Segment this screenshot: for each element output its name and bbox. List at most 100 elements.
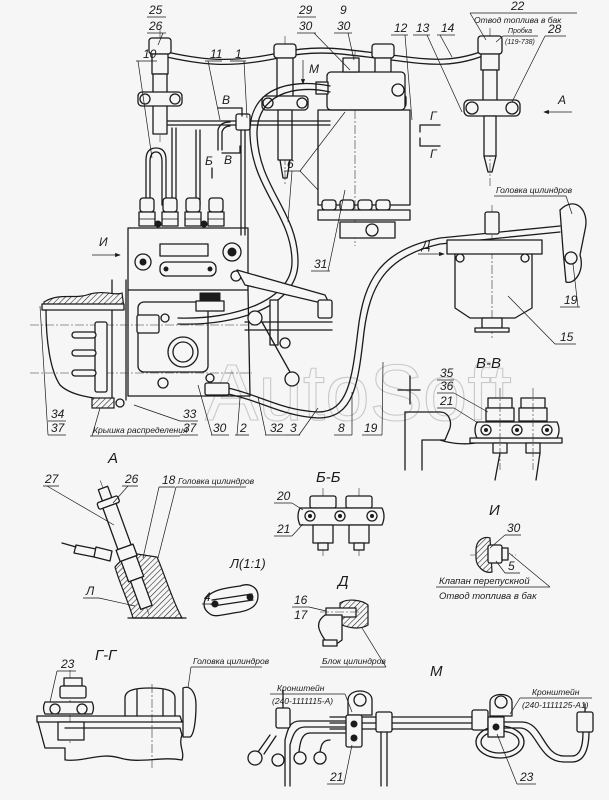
leader-line: [112, 485, 129, 504]
clamp-bolt: [296, 97, 308, 109]
injector-nozzle-body: [277, 109, 293, 161]
callout-31: 31: [314, 257, 327, 271]
view-marker-a: А: [557, 93, 566, 107]
leader-line: [404, 34, 413, 121]
clamp-bolt: [169, 93, 181, 105]
filter-banjo: [484, 211, 500, 235]
leader-line: [313, 32, 351, 71]
leader-line: [572, 263, 579, 308]
view-a-title: А: [107, 450, 118, 467]
leader-line: [299, 111, 346, 172]
control-linkage: [236, 269, 333, 387]
pump-cover-plate: [159, 261, 217, 277]
callout-11: 11: [210, 47, 222, 61]
callout-21: 21: [329, 770, 343, 784]
leader-line: [46, 485, 115, 526]
clamp-bolt: [350, 734, 358, 742]
lever-pivot: [284, 371, 300, 387]
section-marker-b: Б: [205, 154, 213, 168]
clamp-nut: [348, 524, 370, 544]
callout-37: 37: [183, 421, 198, 435]
section-marker-g-bottom: Г: [430, 147, 438, 161]
stud: [57, 721, 85, 741]
note-plug: Пробка: [508, 27, 532, 35]
valve-nut: [208, 197, 224, 213]
filter-drain-washer: [474, 327, 510, 333]
pipe-bore: [484, 428, 488, 432]
lever-pin: [279, 337, 291, 349]
view-marker-d: Д: [420, 238, 431, 252]
pipe-end-fitting: [313, 751, 327, 765]
bracket-bolt: [494, 695, 508, 709]
valve-nut: [162, 197, 178, 213]
injector-1: [137, 30, 183, 142]
filter-housing: [317, 109, 411, 206]
leader-line: [496, 733, 518, 785]
governor-housing: [137, 301, 209, 373]
callout-10: 10: [143, 47, 157, 61]
callout-15: 15: [560, 330, 574, 344]
main-view: М А В В Б Г Г И Д 25 26 10: [30, 0, 587, 437]
injector-4: [463, 28, 521, 186]
bracket-bolt: [365, 223, 379, 237]
leader-line: [157, 486, 177, 559]
flange-stud: [71, 369, 97, 377]
section-line-g-top: [419, 124, 441, 133]
pipe-bore: [370, 514, 374, 518]
pipe-nut: [375, 711, 393, 733]
bracket-profile: [37, 721, 66, 761]
pipe-bore: [515, 428, 519, 432]
callout-12: 12: [394, 21, 408, 35]
callout-18: 18: [162, 473, 176, 487]
filter-bolt: [391, 83, 405, 97]
view-d: Д 16 17 Блок цилиндров: [292, 573, 386, 668]
leader-line: [511, 35, 546, 103]
pump-fitting: [204, 382, 230, 396]
filter-rib: [321, 199, 337, 211]
callout-l: Л: [85, 584, 95, 598]
leader-line: [39, 305, 49, 436]
priming-pump-body: [195, 300, 225, 312]
pump-plug-center: [227, 247, 237, 257]
section-b-b-title: Б-Б: [316, 469, 341, 486]
clamp-nut: [63, 677, 83, 687]
callout-4: 4: [204, 590, 211, 604]
section-v-v-title: В-В: [476, 355, 501, 372]
callout-21: 21: [439, 394, 453, 408]
view-markers: М А В В Б Г Г И Д: [92, 60, 572, 258]
pipe-hook: [221, 125, 231, 151]
view-m: М Кронштейн (240: [247, 663, 594, 787]
section-line-v-mid: [221, 145, 241, 154]
clamp-nut: [312, 524, 334, 544]
pipe-bore: [338, 514, 342, 518]
leader-line: [495, 560, 506, 574]
linkage-fitting: [317, 299, 333, 319]
callout-21: 21: [276, 522, 290, 536]
callout-30: 30: [337, 19, 351, 33]
head-nut: [124, 687, 176, 717]
section-g-g-title: Г-Г: [95, 647, 118, 664]
leader-line: [197, 384, 213, 436]
bracket-left-name: Кронштейн: [277, 683, 325, 693]
lever-pivot: [247, 310, 263, 326]
clamp-nut: [345, 495, 373, 509]
callout-17: 17: [294, 608, 309, 622]
pump-bolt: [205, 373, 215, 383]
clamp-nut: [59, 685, 87, 699]
filter-base: [317, 209, 411, 221]
bypass-valve-nut: [501, 547, 509, 561]
leader-line: [137, 60, 153, 159]
injector-nozzle-body: [483, 115, 497, 157]
callout-19: 19: [564, 293, 578, 307]
seal-washer-detail: [203, 584, 259, 617]
leader-line: [381, 361, 384, 436]
filter-top-plate: [446, 239, 543, 255]
callout-30: 30: [299, 19, 313, 33]
stud-end: [317, 542, 329, 551]
injector-head: [273, 43, 297, 59]
pipe-branch: [263, 735, 277, 755]
clamp-bolt: [139, 93, 151, 105]
long-bolt: [41, 303, 125, 311]
view-d-title: Д: [336, 573, 349, 590]
callout-13: 13: [416, 21, 430, 35]
